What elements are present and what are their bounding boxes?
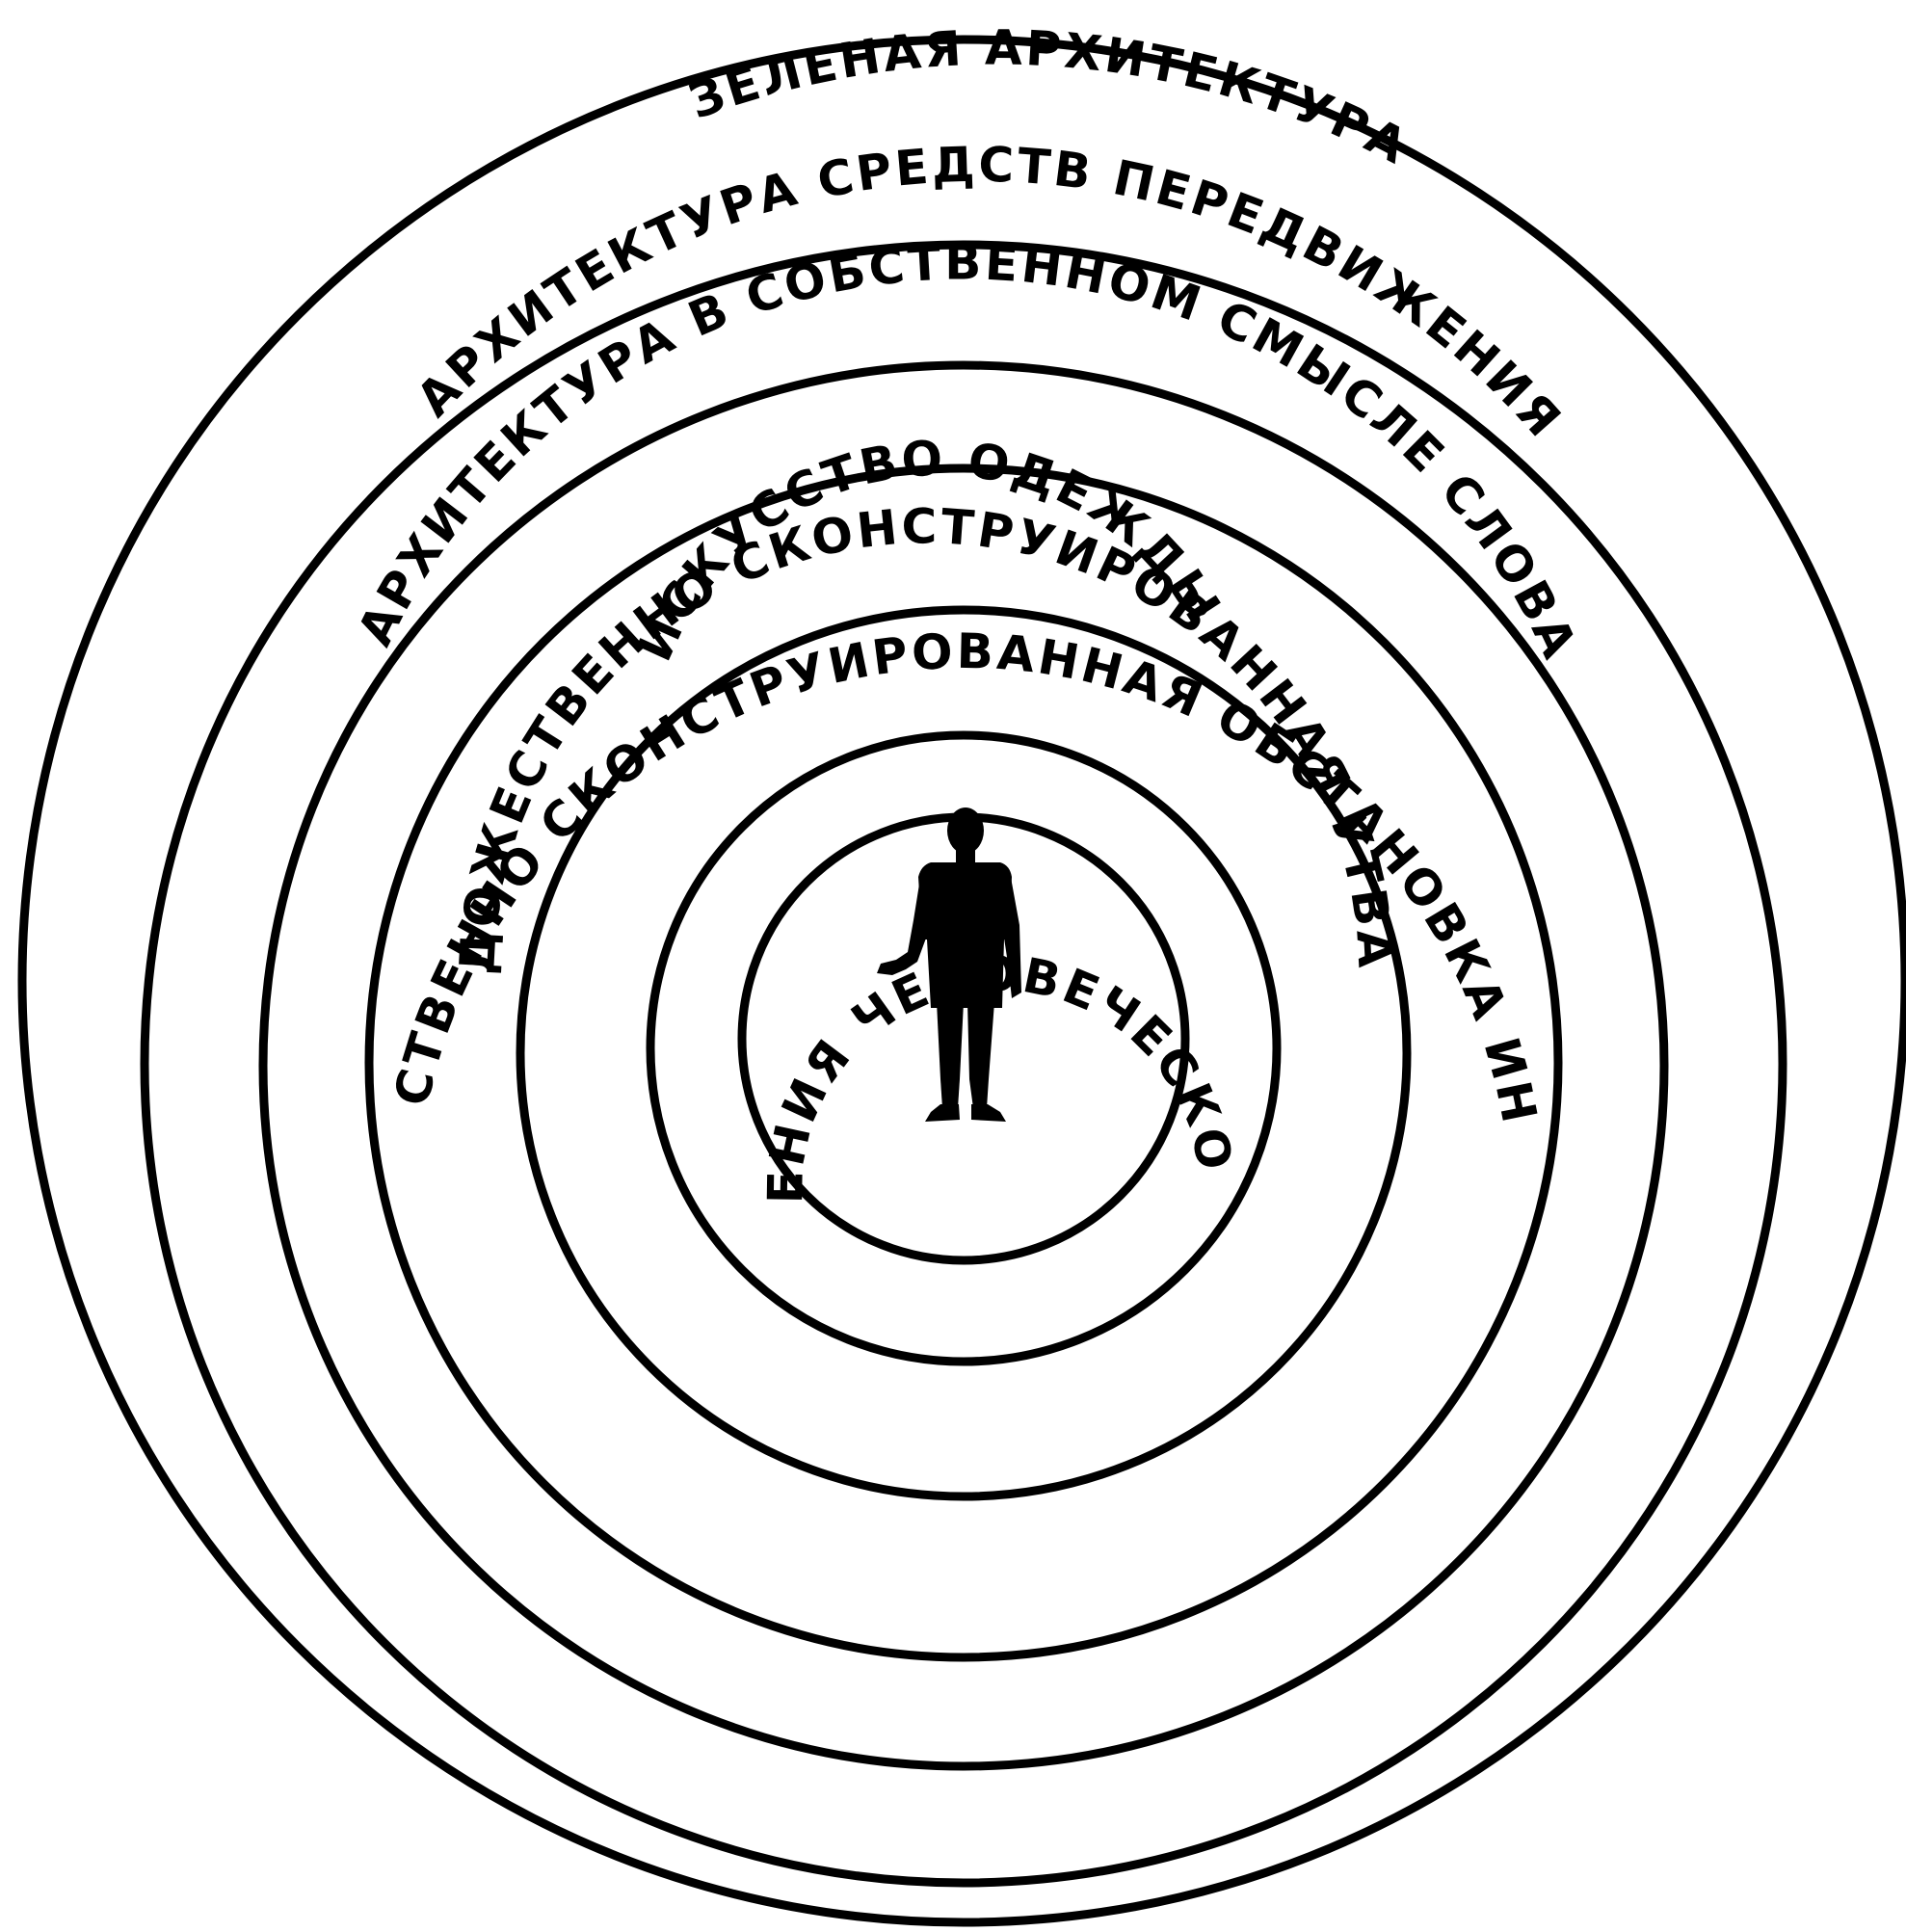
- ring-label-7: "ЗЕЛЕНАЯ АРХИТЕКТУРА": [0, 0, 1417, 175]
- ring-circle-7: [17, 35, 1906, 1927]
- ring-circle-2: [646, 730, 1282, 1366]
- ring-circle-3: [516, 605, 1412, 1501]
- ring-labels: УКРАШЕНИЯ ЧЕЛОВЕЧЕСКОГО ТЕЛА ИСКУССТВО О…: [0, 0, 1585, 1204]
- ring-circles: [17, 35, 1906, 1927]
- ring-circle-5: [258, 360, 1669, 1771]
- ring-circle-4: [364, 463, 1563, 1662]
- human-figure-icon: [877, 807, 1021, 1122]
- ring-circle-6: [140, 240, 1787, 1888]
